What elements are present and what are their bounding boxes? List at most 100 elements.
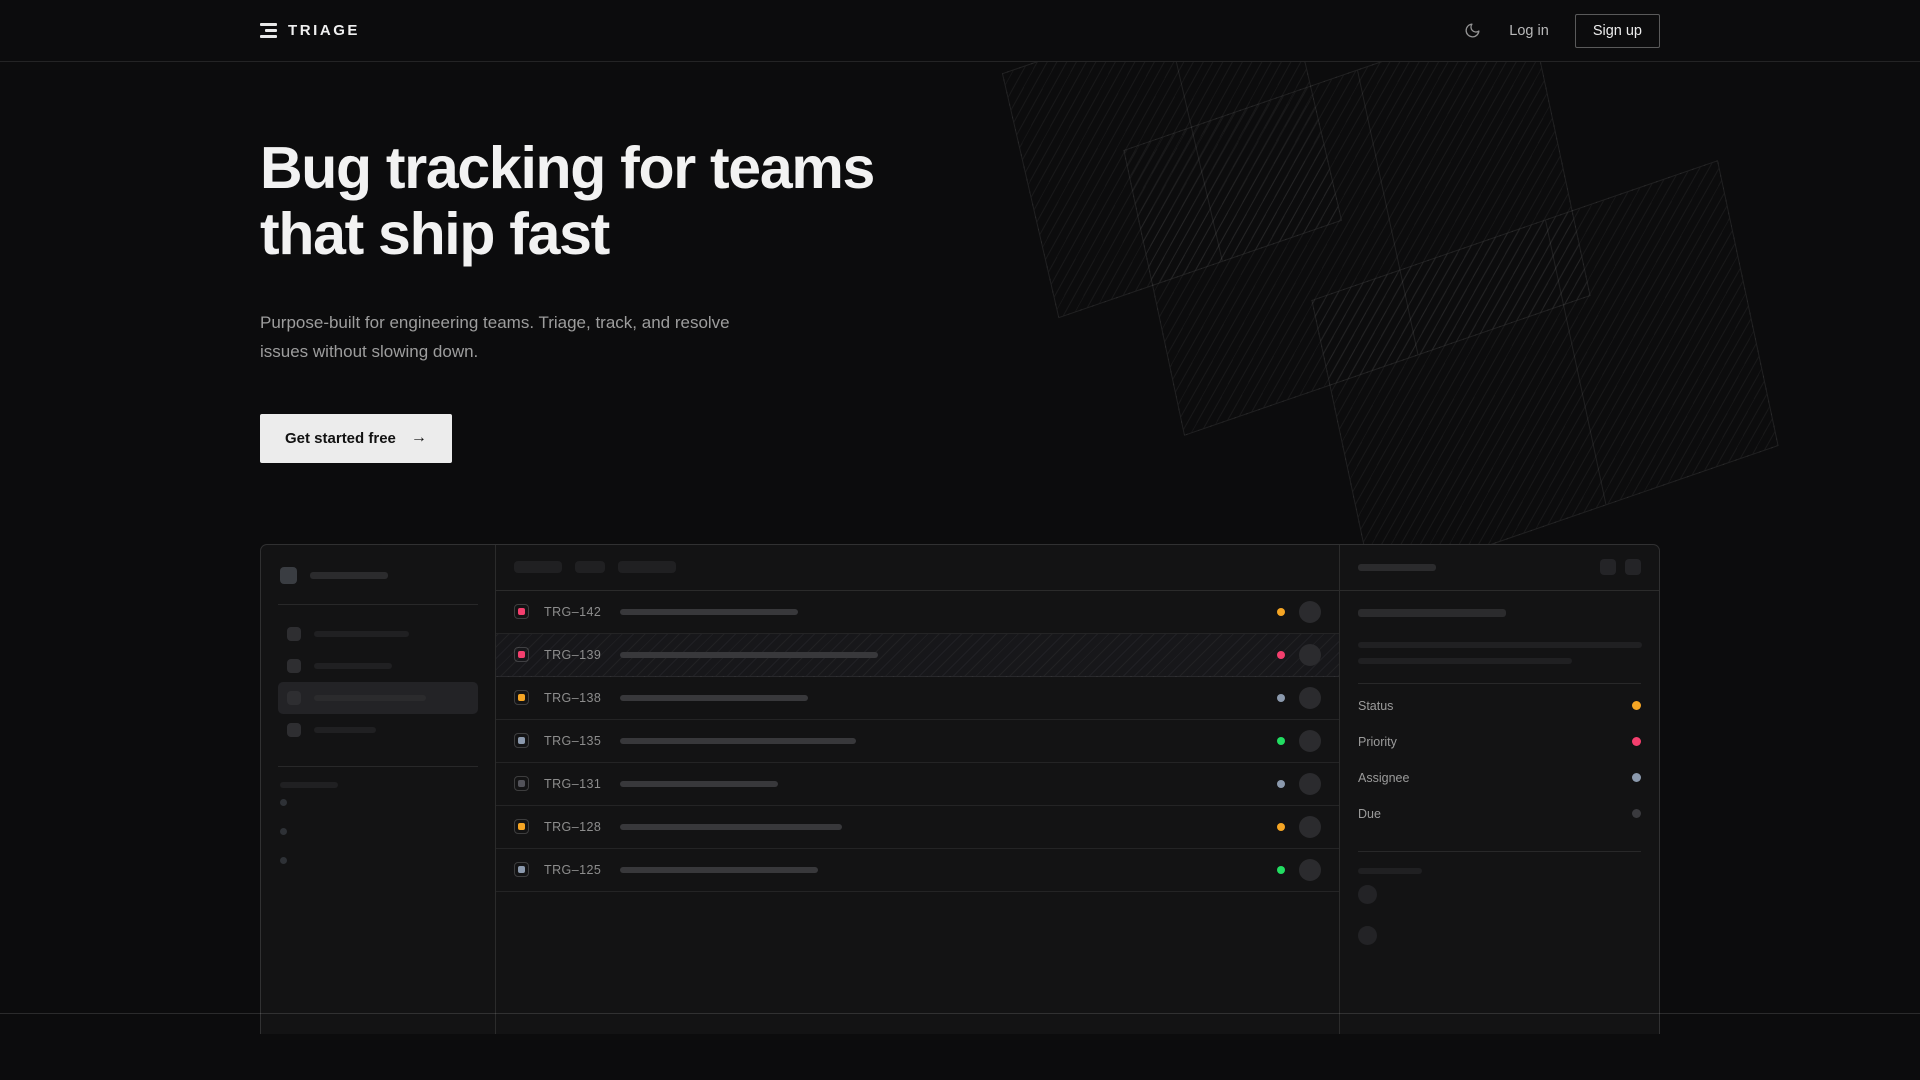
detail-field-value-dot xyxy=(1632,809,1641,819)
page-bottom-divider xyxy=(0,1013,1920,1014)
priority-chip[interactable] xyxy=(514,604,529,620)
top-navigation-bar: TRIAGE Log in Sign up xyxy=(0,0,1920,62)
issue-row[interactable]: TRG–125 xyxy=(496,849,1339,892)
detail-field-status[interactable]: Status xyxy=(1358,688,1641,724)
detail-divider-top xyxy=(1358,682,1641,684)
moon-icon[interactable] xyxy=(1461,20,1483,42)
assignee-avatar[interactable] xyxy=(1299,772,1321,795)
detail-action-1-button[interactable] xyxy=(1600,559,1616,576)
sidebar-item-icon xyxy=(287,722,301,737)
sidebar-sub-item-dot xyxy=(280,827,287,835)
issue-row[interactable]: TRG–128 xyxy=(496,806,1339,849)
detail-header xyxy=(1340,545,1659,591)
issue-title-placeholder xyxy=(620,866,818,873)
comments-section-label xyxy=(1358,867,1422,874)
sidebar-item-3[interactable] xyxy=(278,681,478,714)
sidebar-item-4[interactable] xyxy=(278,714,478,746)
login-link[interactable]: Log in xyxy=(1509,22,1549,39)
list-filter-2[interactable] xyxy=(575,561,605,574)
detail-desc-line-2 xyxy=(1358,657,1572,664)
status-dot xyxy=(1277,650,1285,659)
issue-row[interactable]: TRG–131 xyxy=(496,763,1339,806)
sidebar-item-label xyxy=(314,662,392,669)
issue-title-placeholder xyxy=(620,737,856,744)
sidebar-sub-item-2[interactable] xyxy=(278,817,478,846)
assignee-avatar[interactable] xyxy=(1299,815,1321,838)
detail-divider-bottom xyxy=(1358,850,1641,852)
issue-title-placeholder xyxy=(620,651,878,658)
list-filter-1[interactable] xyxy=(514,561,562,574)
priority-chip[interactable] xyxy=(514,690,529,706)
priority-chip[interactable] xyxy=(514,647,529,663)
issue-title-placeholder xyxy=(620,780,778,787)
sidebar-sub-item-3[interactable] xyxy=(278,846,478,875)
signup-button[interactable]: Sign up xyxy=(1574,13,1660,48)
detail-field-label: Assignee xyxy=(1358,770,1410,785)
arrow-right-icon: → xyxy=(410,429,427,447)
priority-chip[interactable] xyxy=(514,819,529,835)
sidebar-divider-top xyxy=(278,603,478,605)
issue-title-placeholder xyxy=(620,823,842,830)
priority-chip[interactable] xyxy=(514,776,529,792)
priority-chip[interactable] xyxy=(514,862,529,878)
hero-subtitle: Purpose-built for engineering teams. Tri… xyxy=(260,313,730,362)
assignee-avatar[interactable] xyxy=(1299,643,1321,666)
detail-field-label: Due xyxy=(1358,806,1381,821)
issue-id: TRG–125 xyxy=(544,862,602,877)
detail-field-assignee[interactable]: Assignee xyxy=(1358,760,1641,796)
hero-section: Bug tracking for teams that ship fast Pu… xyxy=(260,62,1660,463)
get-started-button[interactable]: Get started free → xyxy=(260,413,452,463)
detail-field-label: Status xyxy=(1358,698,1394,713)
issue-id: TRG–135 xyxy=(544,733,602,748)
detail-field-label: Priority xyxy=(1358,734,1397,749)
sidebar-sub-item-1[interactable] xyxy=(278,788,478,817)
issue-list-toolbar xyxy=(496,545,1339,591)
issue-id: TRG–128 xyxy=(544,819,602,834)
issue-id: TRG–139 xyxy=(544,647,602,662)
detail-field-due[interactable]: Due xyxy=(1358,796,1641,832)
issue-row[interactable]: TRG–135 xyxy=(496,720,1339,763)
detail-field-value-dot xyxy=(1632,773,1641,783)
sidebar-item-label xyxy=(314,726,376,733)
status-dot xyxy=(1277,607,1285,616)
issue-id: TRG–138 xyxy=(544,690,602,705)
hero-title-line-1: Bug tracking for teams xyxy=(260,135,875,201)
sidebar-sub-item-dot xyxy=(280,856,287,864)
assignee-avatar[interactable] xyxy=(1299,858,1321,881)
issue-row[interactable]: TRG–142 xyxy=(496,591,1339,634)
detail-title-placeholder xyxy=(1358,563,1436,571)
comment-item-1 xyxy=(1358,874,1641,915)
assignee-avatar[interactable] xyxy=(1299,729,1321,752)
assignee-avatar[interactable] xyxy=(1299,686,1321,709)
assignee-avatar[interactable] xyxy=(1299,600,1321,623)
detail-field-priority[interactable]: Priority xyxy=(1358,724,1641,760)
detail-summary-placeholder xyxy=(1358,608,1506,617)
issue-row[interactable]: TRG–138 xyxy=(496,677,1339,720)
sidebar-item-icon xyxy=(287,658,301,673)
detail-action-2-button[interactable] xyxy=(1625,559,1641,576)
sidebar-item-label xyxy=(314,630,409,637)
list-filter-3[interactable] xyxy=(618,561,676,574)
sidebar-divider-bottom xyxy=(278,765,478,767)
sidebar-item-icon xyxy=(287,626,301,641)
workspace-switcher[interactable] xyxy=(278,563,478,584)
issue-id: TRG–131 xyxy=(544,776,602,791)
stacked-bars-icon xyxy=(260,23,277,38)
sidebar-item-1[interactable] xyxy=(278,618,478,650)
sidebar-item-2[interactable] xyxy=(278,650,478,682)
detail-desc-line-1 xyxy=(1358,641,1642,648)
issue-row[interactable]: TRG–139 xyxy=(496,633,1339,677)
sidebar-item-label xyxy=(314,694,426,701)
mockup-sidebar xyxy=(261,544,496,1034)
brand-logo[interactable]: TRIAGE xyxy=(260,22,360,39)
priority-chip[interactable] xyxy=(514,733,529,749)
page-title: Bug tracking for teams that ship fast xyxy=(260,135,1020,267)
hero-title-line-2: that ship fast xyxy=(260,201,610,268)
status-dot xyxy=(1277,865,1285,874)
status-dot xyxy=(1277,779,1285,788)
sidebar-item-icon xyxy=(287,690,301,705)
issue-id: TRG–142 xyxy=(544,604,602,619)
detail-field-value-dot xyxy=(1632,737,1641,747)
